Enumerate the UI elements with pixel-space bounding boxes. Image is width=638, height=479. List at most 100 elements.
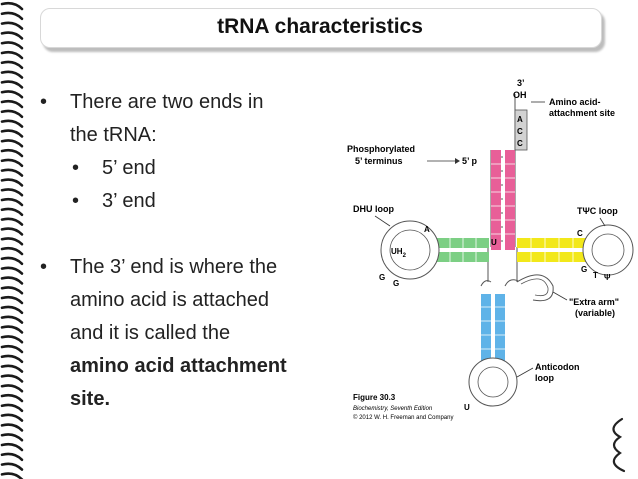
spiral-ring	[0, 433, 24, 442]
spacer	[40, 218, 340, 251]
three-prime-label: 3’	[517, 78, 525, 88]
bullet-continuation-bold: amino acid attachment	[40, 350, 340, 383]
bullet-continuation: and it is called the	[40, 317, 340, 350]
sub-bullet-text: 5’ end	[102, 157, 156, 179]
spiral-ring	[0, 11, 24, 21]
acceptor-strand-3prime	[505, 150, 515, 250]
spiral-ring	[0, 119, 24, 128]
spiral-ring	[0, 168, 24, 177]
anticodon-label-line2: loop	[535, 373, 554, 383]
slide-title: tRNA characteristics	[217, 15, 423, 38]
spiral-ring	[0, 325, 24, 334]
dhu-loop	[380, 220, 440, 280]
sub-bullet-item: • 3’ end	[40, 185, 340, 218]
spiral-ring	[0, 197, 24, 207]
anticodon-loop	[468, 357, 518, 407]
extra-arm-label-line1: "Extra arm"	[569, 297, 619, 307]
spiral-ring	[0, 403, 24, 413]
bullet-text: site.	[70, 388, 111, 410]
spiral-ring	[0, 90, 24, 99]
spiral-ring	[0, 237, 24, 246]
figure-number: Figure 30.3	[353, 393, 396, 402]
bullet-continuation-bold: site.	[40, 383, 340, 416]
spiral-ring	[0, 374, 24, 383]
spiral-ring	[0, 295, 24, 305]
spiral-ring	[0, 286, 24, 295]
spiral-ring	[0, 266, 24, 275]
spiral-ring	[0, 442, 24, 452]
bullet-item: • The 3’ end is where the	[40, 251, 340, 284]
spiral-ring	[0, 41, 24, 50]
spiral-ring	[0, 423, 24, 432]
spiral-ring	[0, 413, 24, 422]
tpsic-stem	[517, 238, 589, 262]
title-bar	[40, 8, 602, 48]
tpsic-base-psi: Ψ	[604, 273, 611, 282]
spiral-ring	[0, 344, 24, 354]
figure-source: Biochemistry, Seventh Edition	[353, 406, 433, 412]
dhu-loop-label: DHU loop	[353, 204, 394, 214]
spiral-ring	[0, 393, 24, 403]
bullet-text: amino acid attachment	[70, 355, 287, 377]
spiral-ring	[0, 364, 24, 373]
acceptor-stem	[491, 109, 528, 250]
spiral-ring	[0, 384, 24, 393]
stem-base-u: U	[491, 238, 497, 247]
anticodon-label-line1: Anticodon	[535, 362, 580, 372]
oh-label: OH	[513, 90, 527, 100]
amino-label-line1: Amino acid-	[549, 97, 601, 107]
spiral-ring	[0, 109, 24, 119]
bullet-continuation: amino acid is attached	[40, 284, 340, 317]
tpsic-base-c: C	[577, 229, 583, 238]
spiral-ring	[0, 207, 24, 217]
spiral-ring	[0, 472, 24, 479]
bullet-dot: •	[72, 157, 80, 179]
amino-label-line2: attachment site	[549, 108, 615, 118]
spiral-ring	[0, 305, 24, 315]
spiral-ring	[0, 21, 24, 30]
tpsic-loop-label: TΨC loop	[577, 206, 618, 216]
trna-cloverleaf-diagram: 3’ OH A C C Amino acid- attachment site …	[347, 78, 634, 421]
spiral-ring	[0, 315, 24, 324]
bullet-continuation: the tRNA:	[40, 119, 340, 152]
spiral-ring	[0, 217, 24, 226]
extra-arm-label-line2: (variable)	[575, 308, 615, 318]
bullet-dot: •	[72, 190, 80, 212]
notebook-spiral-binding	[0, 1, 24, 479]
uh2-label: UH2	[391, 247, 407, 259]
spiral-ring	[0, 50, 24, 60]
spiral-ring	[0, 70, 24, 79]
spiral-ring	[0, 188, 24, 197]
five-p-label: 5’ p	[462, 156, 478, 166]
bullet-text: and it is called the	[70, 322, 231, 344]
spiral-ring	[0, 227, 24, 236]
spiral-ring	[0, 80, 24, 89]
spiral-ring	[0, 276, 24, 285]
dhu-base-g: G	[379, 273, 385, 282]
dhu-base-g: G	[393, 279, 399, 288]
spiral-ring	[0, 129, 24, 138]
acceptor-single-strand	[514, 109, 528, 151]
anticodon-stem	[481, 294, 505, 362]
spiral-ring	[0, 354, 24, 364]
spiral-ring	[0, 31, 24, 40]
corner-swirl-icon	[612, 417, 626, 473]
spiral-ring	[0, 256, 24, 266]
spiral-ring	[0, 462, 24, 471]
spiral-ring	[0, 246, 24, 256]
bullet-text: There are two ends in	[70, 91, 264, 113]
anticodon-base-u: U	[464, 403, 470, 412]
spiral-ring	[0, 139, 24, 148]
spiral-ring	[0, 178, 24, 187]
spiral-ring	[0, 60, 24, 70]
bullet-text: amino acid is attached	[70, 289, 270, 311]
phos-label-line1: Phosphorylated	[347, 144, 415, 154]
bullet-text: the tRNA:	[70, 124, 157, 146]
bullet-text: The 3’ end is where the	[70, 256, 278, 278]
figure-copyright: © 2012 W. H. Freeman and Company	[353, 414, 453, 421]
spiral-ring	[0, 148, 24, 158]
dhu-base-a: A	[424, 225, 430, 234]
sub-bullet-item: • 5’ end	[40, 152, 340, 185]
bullet-dot: •	[40, 91, 48, 113]
acc-base-c: C	[517, 127, 523, 136]
